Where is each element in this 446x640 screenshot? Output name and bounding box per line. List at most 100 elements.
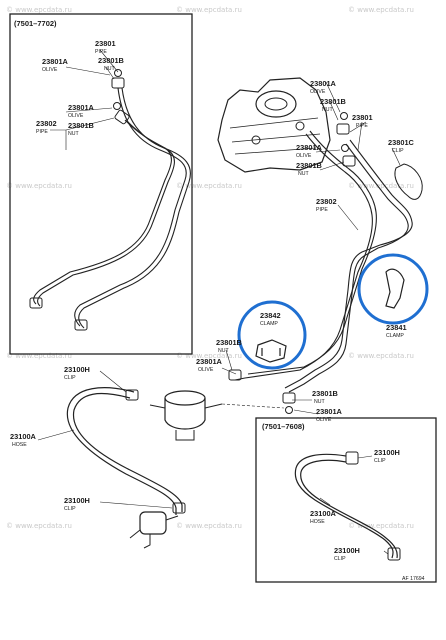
nut-fitting <box>114 109 130 125</box>
watermark: © www.epcdata.ru <box>176 182 242 190</box>
part-label: 23100H <box>64 496 90 505</box>
olive-fitting <box>114 69 122 77</box>
inset-box-bottom: (7501–7608) 23100H CLIP 23100A HOSE 2310… <box>255 417 437 583</box>
part-label: 23801A <box>310 79 337 88</box>
part-desc: HOSE <box>12 442 27 448</box>
clip-bracket <box>394 163 423 200</box>
part-desc: OLIVE <box>42 67 58 73</box>
watermark: © www.epcdata.ru <box>6 352 72 360</box>
highlight-circle-clamp-23842 <box>237 300 307 370</box>
part-desc: CLAMP <box>260 321 278 327</box>
nut-fitting <box>74 319 88 331</box>
part-desc: CLIP <box>392 148 404 154</box>
engine-cover-cap <box>264 97 288 111</box>
dashed-leader <box>221 403 285 409</box>
filter-mount <box>149 403 223 441</box>
part-label: 23100H <box>334 546 360 555</box>
part-label: 23100H <box>374 448 400 457</box>
part-label: 23801A <box>296 143 323 152</box>
part-label: 23841 <box>386 323 407 332</box>
watermark: © www.epcdata.ru <box>6 182 72 190</box>
part-desc: NUT <box>218 348 229 354</box>
clamp-23842 <box>255 339 287 363</box>
filter-top <box>164 390 206 406</box>
watermark: © www.epcdata.ru <box>176 522 242 530</box>
watermark: © www.epcdata.ru <box>348 352 414 360</box>
part-label: 23801B <box>320 97 346 106</box>
engine-bolt <box>251 135 261 145</box>
watermark: © www.epcdata.ru <box>176 352 242 360</box>
hose-clip <box>172 502 186 514</box>
part-desc: OLIVE <box>316 417 332 423</box>
fuel-pipe-right <box>284 139 413 389</box>
leader-line <box>221 81 401 415</box>
part-desc: NUT <box>104 66 115 72</box>
hose-clip <box>345 451 359 465</box>
part-desc: OLIVE <box>198 367 214 373</box>
fuel-hose <box>294 453 394 559</box>
pump-body <box>139 511 167 535</box>
watermark-layer: © www.epcdata.ru © www.epcdata.ru © www.… <box>6 6 414 530</box>
engine-cover <box>255 90 297 118</box>
part-desc: NUT <box>298 171 309 177</box>
part-label: 23100A <box>310 509 337 518</box>
fuel-pipe <box>37 121 175 307</box>
olive-fitting <box>341 144 349 152</box>
fuel-pipe <box>74 87 187 327</box>
watermark: © www.epcdata.ru <box>6 522 72 530</box>
watermark: © www.epcdata.ru <box>176 6 242 14</box>
part-label: 23100A <box>10 432 37 441</box>
watermark: © www.epcdata.ru <box>348 522 414 530</box>
part-label: 23842 <box>260 311 281 320</box>
part-desc: CLAMP <box>386 333 404 339</box>
inset-title: (7501–7702) <box>14 19 57 28</box>
olive-fitting <box>113 102 121 110</box>
part-desc: PIPE <box>356 123 368 129</box>
fuel-filter-assembly <box>149 390 285 441</box>
highlight-circle-clamp-23841 <box>357 253 429 325</box>
part-desc: NUT <box>68 131 79 137</box>
part-desc: PIPE <box>95 49 107 55</box>
part-desc: OLIVE <box>68 113 84 119</box>
inset-frame <box>9 13 193 355</box>
part-label: 23801B <box>216 338 242 347</box>
part-desc: CLIP <box>334 556 346 562</box>
part-desc: NUT <box>322 107 333 113</box>
pump-outlet <box>129 515 179 549</box>
part-desc: PIPE <box>316 207 328 213</box>
nut-fitting <box>342 155 356 167</box>
nut-fitting <box>29 297 43 309</box>
nut-fitting <box>111 77 125 89</box>
leader-line <box>50 107 115 150</box>
part-label: 23801A <box>316 407 343 416</box>
part-desc: CLIP <box>374 458 386 464</box>
part-label: 23802 <box>36 119 57 128</box>
fuel-pipe <box>33 119 172 305</box>
part-label: 23802 <box>316 197 337 206</box>
fuel-hose <box>72 392 183 512</box>
part-label: 23801C <box>388 138 415 147</box>
leader-line <box>319 455 389 555</box>
leader-line <box>65 49 119 80</box>
part-label: 23801B <box>68 121 94 130</box>
part-desc: CLIP <box>64 506 76 512</box>
filter-body <box>164 398 206 430</box>
nut-fitting <box>282 392 296 404</box>
part-desc: NUT <box>314 399 325 405</box>
fuel-pipe <box>78 87 191 329</box>
watermark: © www.epcdata.ru <box>348 182 414 190</box>
fuel-pump-part <box>129 511 179 549</box>
watermark: © www.epcdata.ru <box>6 6 72 14</box>
leader-line <box>37 370 173 509</box>
part-desc: OLIVE <box>296 153 312 159</box>
part-label: 23801B <box>296 161 322 170</box>
inset-frame <box>255 417 437 583</box>
fuel-pipe-right <box>247 130 377 375</box>
fuel-hose <box>300 459 398 559</box>
footer-code: AF 17694 <box>402 576 425 582</box>
olive-fitting <box>285 406 293 414</box>
part-label: 23801B <box>312 389 338 398</box>
part-desc: PIPE <box>36 129 48 135</box>
nut-fitting <box>228 369 242 381</box>
